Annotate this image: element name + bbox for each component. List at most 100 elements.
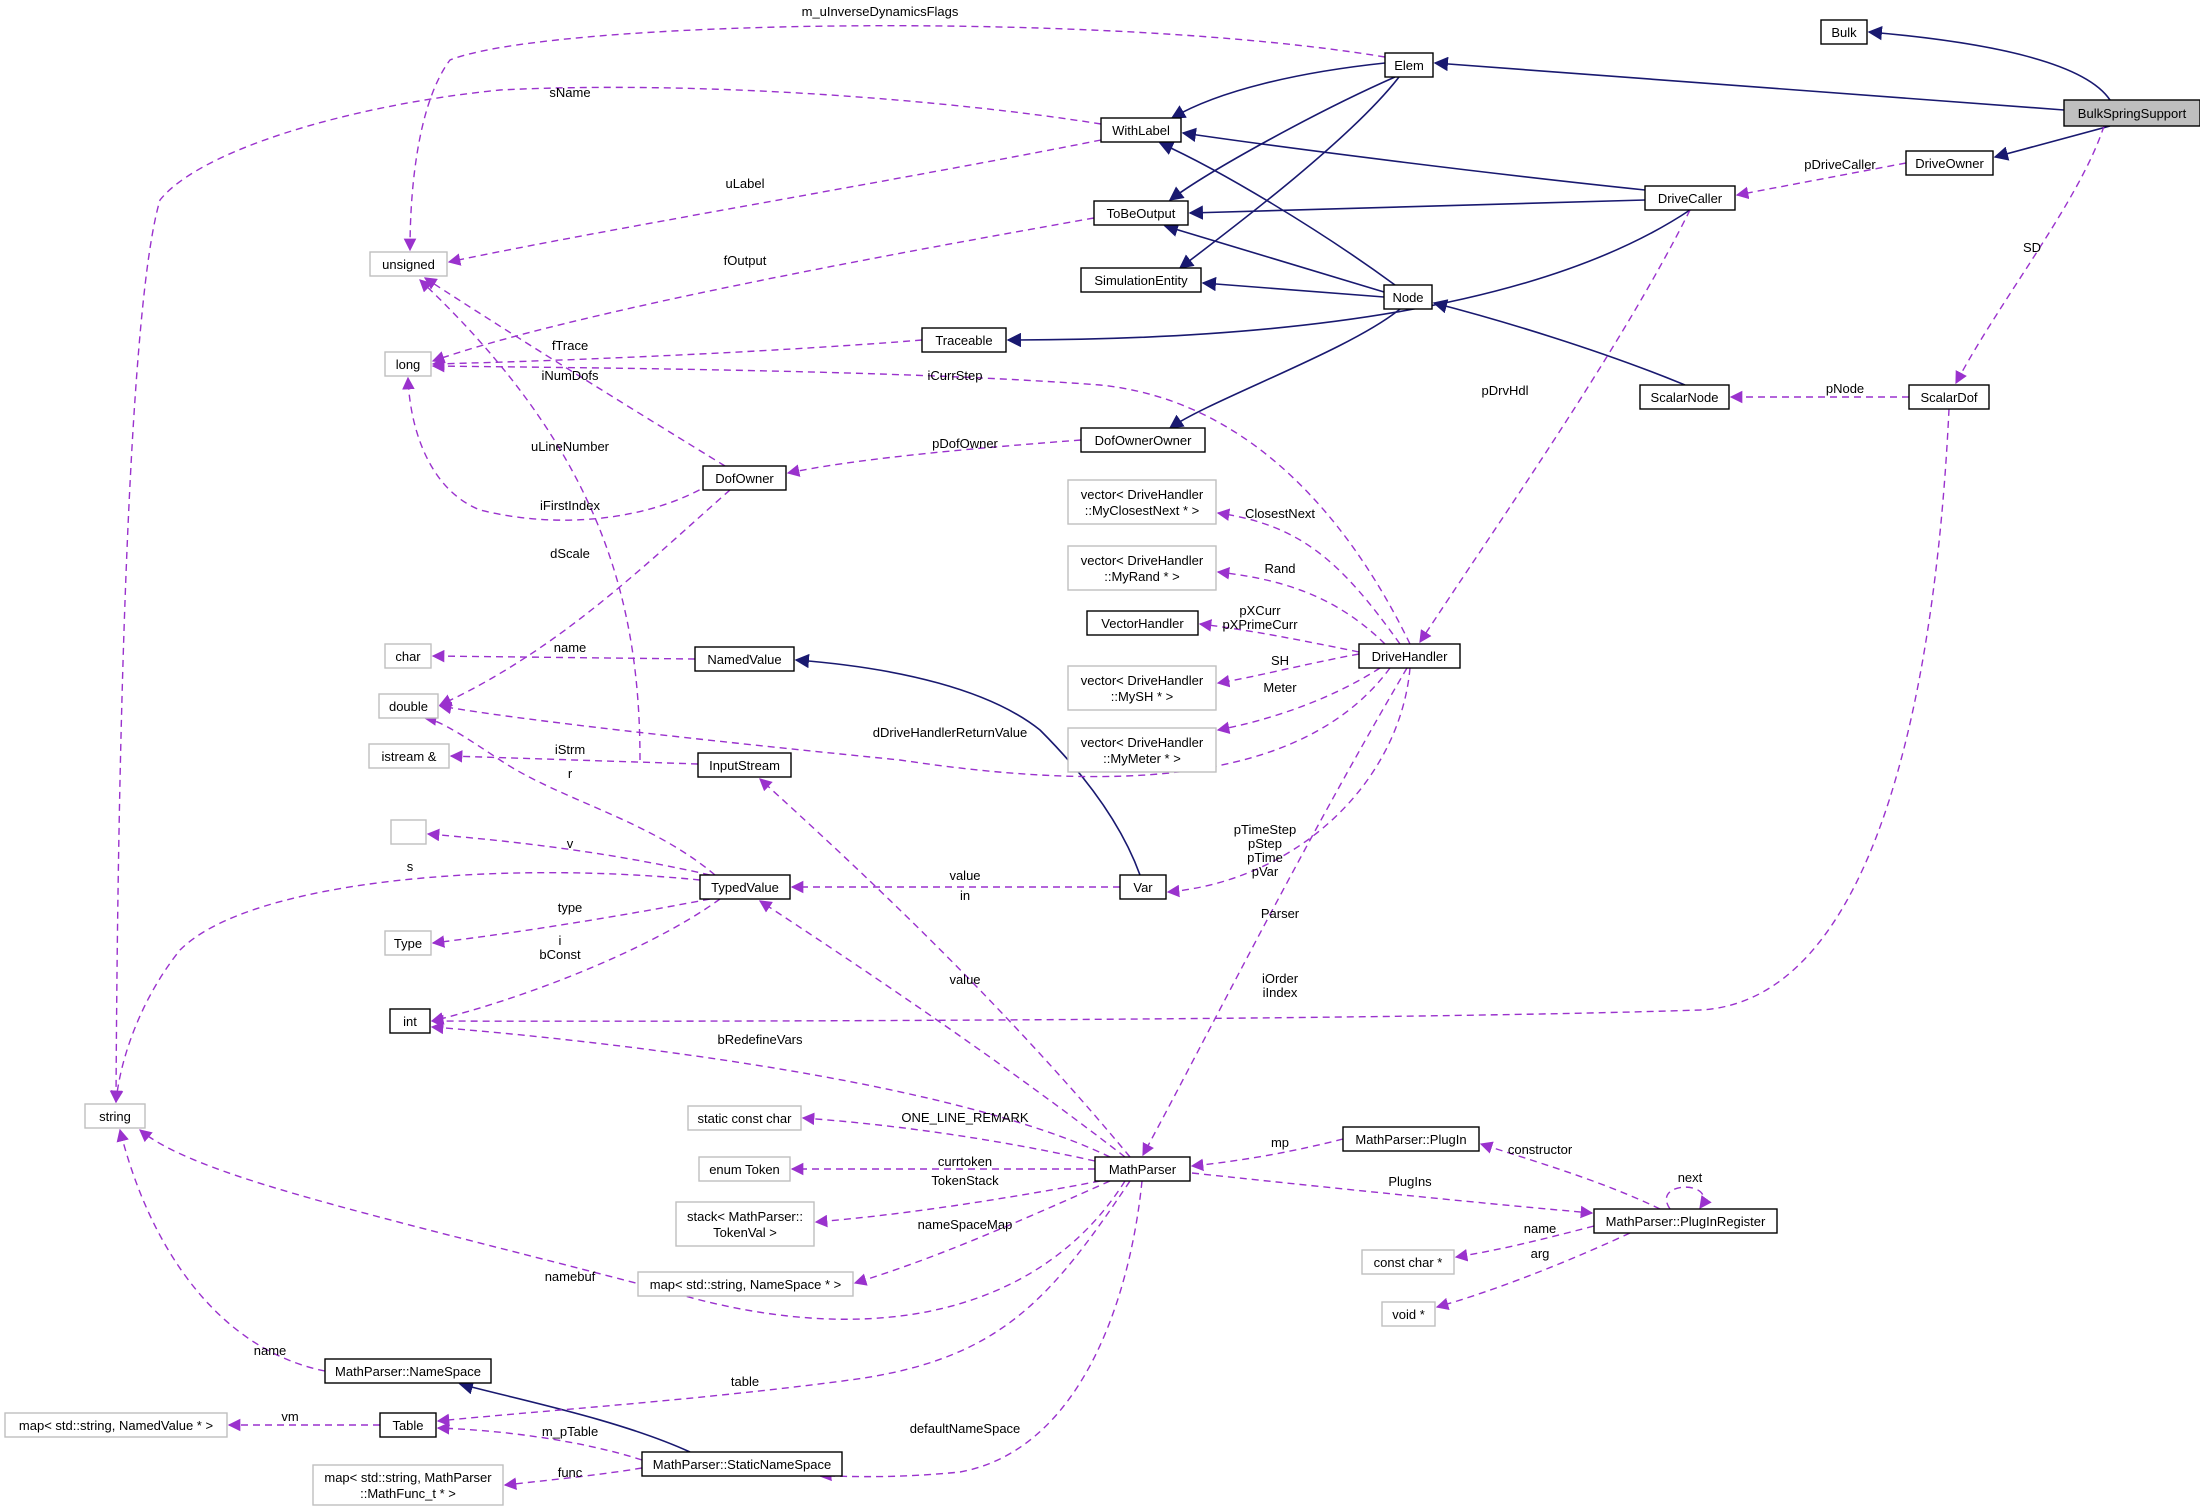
class-node-tobeoutput[interactable]: ToBeOutput <box>1093 200 1189 226</box>
svg-text:Bulk: Bulk <box>1831 25 1857 40</box>
edge-label-m-uinversedynamicsflags: m_uInverseDynamicsFlags <box>802 4 959 19</box>
class-node-simulationentity[interactable]: SimulationEntity <box>1080 267 1202 293</box>
inherit-scalarnode-to-node-arrow <box>1432 299 1686 386</box>
class-node-vec-closestnext: vector< DriveHandler::MyClosestNext * > <box>1067 479 1217 525</box>
use-mathparser-to-typedvalue-arrow <box>758 900 1126 1158</box>
use-typedvalue-to-double-arrow <box>423 713 716 876</box>
class-node-scalardof[interactable]: ScalarDof <box>1908 384 1990 410</box>
edge-label-sh: SH <box>1271 653 1289 668</box>
inherit-bulkspringsupport-to-elem-arrow <box>1433 56 2065 111</box>
class-node-plugin[interactable]: MathParser::PlugIn <box>1342 1126 1480 1152</box>
edge-label-plugins: PlugIns <box>1388 1174 1432 1189</box>
class-node-drivecaller[interactable]: DriveCaller <box>1644 185 1736 211</box>
class-node-label: NamedValue <box>707 652 781 667</box>
edge-label-closestnext: ClosestNext <box>1245 506 1315 521</box>
class-node-drivehandler[interactable]: DriveHandler <box>1358 643 1461 669</box>
svg-text:char: char <box>395 649 421 664</box>
svg-text:map< std::string, MathParser::: map< std::string, MathParser::MathFunc_t… <box>324 1470 492 1501</box>
class-node-pluginregister[interactable]: MathParser::PlugInRegister <box>1593 1208 1778 1234</box>
use-mathparser-to-map-namespace-arrow <box>853 1180 1111 1286</box>
use-mathparser-to-string-arrow <box>139 1129 1126 1320</box>
inherit-drivecaller-to-tobeoutput-arrow <box>1188 199 1646 220</box>
class-node-bulk[interactable]: Bulk <box>1820 19 1868 45</box>
class-node-double: double <box>378 693 439 719</box>
use-mathparser-to-table-arrow <box>436 1180 1131 1427</box>
class-node-vectorhandler[interactable]: VectorHandler <box>1086 610 1199 636</box>
inherit-elem-to-simulationentity-arrow <box>1178 76 1400 269</box>
use-inputstream-to-unsigned-arrow <box>419 279 641 761</box>
edge-label-mp: mp <box>1271 1135 1289 1150</box>
class-node-label: ScalarDof <box>1920 390 1977 405</box>
class-node-mathparser[interactable]: MathParser <box>1094 1156 1191 1182</box>
edge-label-name-ns: name <box>254 1343 287 1358</box>
class-node-label: BulkSpringSupport <box>2078 106 2187 121</box>
class-node-staticnamespace[interactable]: MathParser::StaticNameSpace <box>641 1451 843 1477</box>
use-pluginregister-to-const-char-ptr-arrow <box>1454 1225 1595 1262</box>
edge-label-value-mp: value <box>949 972 980 987</box>
svg-text:istream &: istream & <box>382 749 437 764</box>
class-node-dofowner[interactable]: DofOwner <box>702 465 787 491</box>
class-node-label: ToBeOutput <box>1107 206 1176 221</box>
class-node-label: long <box>396 357 421 372</box>
class-node-empty <box>390 819 427 845</box>
svg-text:MathParser::StaticNameSpace: MathParser::StaticNameSpace <box>653 1457 831 1472</box>
class-node-unsigned: unsigned <box>369 251 448 277</box>
class-node-typedvalue[interactable]: TypedValue <box>699 874 791 900</box>
svg-text:double: double <box>389 699 428 714</box>
class-node-label: MathParser::PlugInRegister <box>1606 1214 1766 1229</box>
use-drivehandler-to-vec-closestnext-arrow <box>1216 508 1401 645</box>
svg-text:map< std::string, NamedValue *: map< std::string, NamedValue * > <box>19 1418 213 1433</box>
class-node-bulkspringsupport[interactable]: BulkSpringSupport <box>2063 99 2200 127</box>
edge-label-in: in <box>960 888 970 903</box>
class-node-namespace[interactable]: MathParser::NameSpace <box>324 1358 492 1384</box>
edge-label-name-char: name <box>554 640 587 655</box>
inherit-drivecaller-to-traceable-arrow <box>1006 209 1691 348</box>
svg-text:SimulationEntity: SimulationEntity <box>1094 273 1188 288</box>
class-node-label: MathParser::StaticNameSpace <box>653 1457 831 1472</box>
edge-label-namebuf: namebuf <box>545 1269 596 1284</box>
class-node-label: void * <box>1392 1307 1425 1322</box>
svg-text:DofOwner: DofOwner <box>715 471 774 486</box>
class-node-label: vector< DriveHandler <box>1081 673 1204 688</box>
svg-text:DriveCaller: DriveCaller <box>1658 191 1723 206</box>
class-node-traceable[interactable]: Traceable <box>921 327 1007 353</box>
class-node-label: DriveHandler <box>1372 649 1449 664</box>
use-pluginregister-to-plugin-arrow <box>1479 1141 1661 1210</box>
class-node-label: char <box>395 649 421 664</box>
class-node-label: WithLabel <box>1112 123 1170 138</box>
edge-label-r: r <box>568 766 573 781</box>
class-node-withlabel[interactable]: WithLabel <box>1100 117 1182 143</box>
use-dofownerowner-to-dofowner-arrow <box>786 439 1082 477</box>
svg-text:static const char: static const char <box>698 1111 793 1126</box>
class-node-label: MathParser::NameSpace <box>335 1364 481 1379</box>
edge-label-pdofowner: pDofOwner <box>932 436 998 451</box>
class-node-vec-meter: vector< DriveHandler::MyMeter * > <box>1067 727 1217 773</box>
edge-label-icurrstep: iCurrStep <box>928 368 983 383</box>
edge-label-pdrvhdl: pDrvHdl <box>1482 383 1529 398</box>
edge-label-v: v <box>567 836 574 851</box>
class-node-driveowner[interactable]: DriveOwner <box>1905 150 1994 176</box>
class-node-int[interactable]: int <box>389 1008 431 1034</box>
svg-text:VectorHandler: VectorHandler <box>1101 616 1184 631</box>
inherit-node-to-simulationentity-arrow <box>1201 276 1385 298</box>
class-node-namedvalue[interactable]: NamedValue <box>694 646 795 672</box>
inherit-node-to-dofownerowner-arrow <box>1168 308 1401 429</box>
class-node-table[interactable]: Table <box>379 1412 437 1438</box>
svg-text:Table: Table <box>392 1418 423 1433</box>
class-node-label: DriveOwner <box>1915 156 1984 171</box>
use-mathparser-to-static-const-char-arrow <box>801 1112 1096 1162</box>
class-node-var[interactable]: Var <box>1119 874 1167 900</box>
class-node-elem[interactable]: Elem <box>1384 52 1434 78</box>
edge-label-ftrace: fTrace <box>552 338 588 353</box>
class-node-scalarnode[interactable]: ScalarNode <box>1639 384 1730 410</box>
class-node-node[interactable]: Node <box>1383 284 1433 310</box>
class-node-inputstream[interactable]: InputStream <box>697 752 792 778</box>
class-node-char: char <box>384 643 432 669</box>
class-node-label: stack< MathParser:: <box>687 1209 803 1224</box>
edge-label-constructor: constructor <box>1508 1142 1573 1157</box>
class-node-dofownerowner[interactable]: DofOwnerOwner <box>1080 427 1206 453</box>
class-node-istream: istream & <box>368 743 450 769</box>
